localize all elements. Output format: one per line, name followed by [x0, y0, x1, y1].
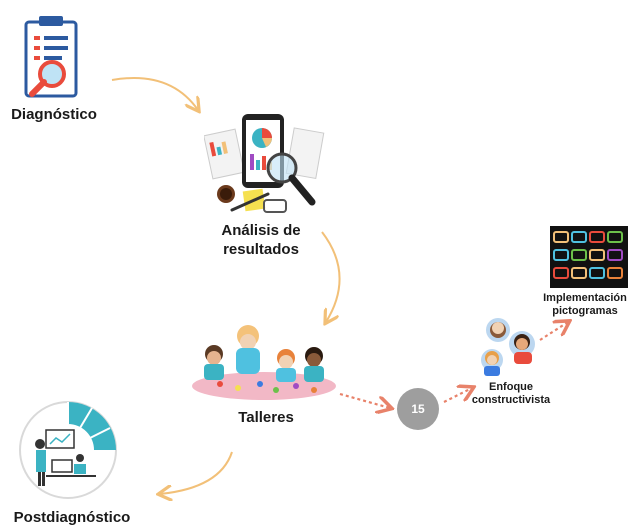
arrow-number-to-enfoque	[443, 388, 472, 403]
node-label-analisis: Análisis de resultados	[204, 221, 318, 259]
step-number-circle: 15	[397, 388, 439, 430]
node-label-enfoque: Enfoque constructivista	[463, 381, 559, 407]
clipboard-magnifier-icon	[24, 16, 78, 98]
node-label-implementacion-line1: Implementación	[543, 292, 627, 304]
node-label-analisis-line1: Análisis de	[221, 222, 301, 239]
person-dashboard-icon	[19, 401, 117, 499]
arrow-analisis-to-talleres	[321, 231, 341, 322]
pictogram-board-icon	[550, 226, 628, 288]
arrow-enfoque-to-implementacion	[539, 322, 568, 341]
node-label-postdiagnostico: Postdiagnóstico	[13, 509, 131, 526]
people-group-icon	[481, 318, 535, 376]
arrow-diagnostico-to-analisis	[111, 77, 198, 110]
node-label-implementacion-line2: pictogramas	[552, 305, 618, 317]
tablet-charts-magnifier-icon	[204, 114, 325, 213]
children-workshop-icon	[192, 325, 336, 400]
node-label-enfoque-line1: Enfoque	[489, 381, 533, 393]
node-label-enfoque-line2: constructivista	[471, 394, 551, 406]
node-label-implementacion: Implementación pictogramas	[534, 292, 636, 318]
arrow-talleres-to-number	[339, 392, 390, 408]
node-label-talleres: Talleres	[238, 409, 294, 426]
node-label-diagnostico: Diagnóstico	[11, 106, 97, 123]
node-label-analisis-line2: resultados	[223, 241, 299, 258]
arrow-talleres-to-postdiagnostico	[160, 451, 233, 494]
